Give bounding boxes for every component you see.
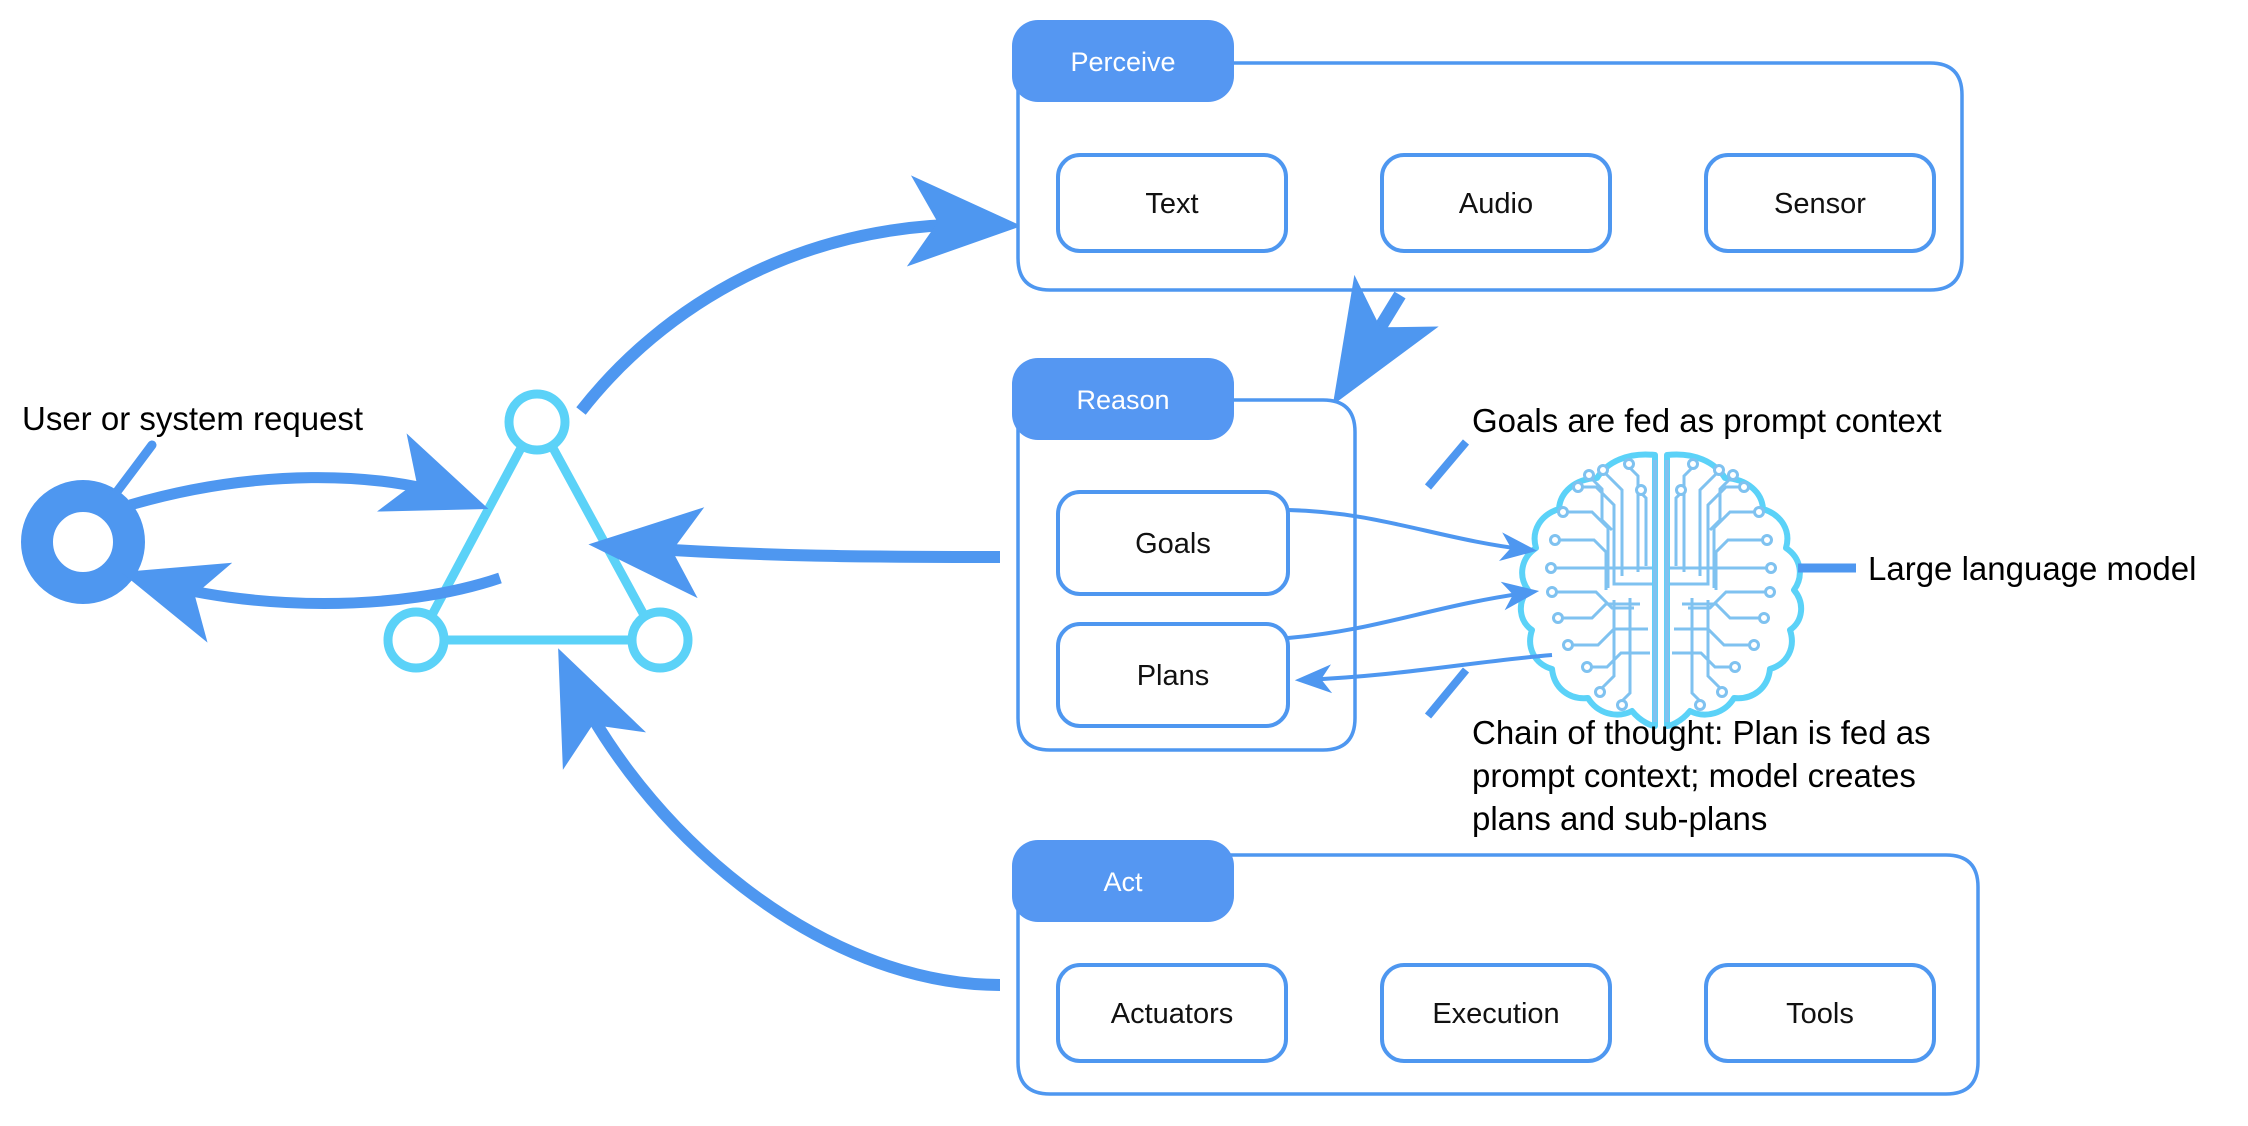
chain-of-thought-line-3: plans and sub-plans (1472, 800, 1767, 837)
act-to-agent-arrow (558, 648, 1001, 991)
perceive-chip-sensor[interactable] (1704, 153, 1936, 253)
perceive-chip-text[interactable] (1056, 153, 1288, 253)
goals-prompt-annotation: Goals are fed as prompt context (1472, 402, 1942, 439)
act-chip-actuators-label: Actuators (1111, 998, 1234, 1030)
act-chip-execution-label: Execution (1432, 998, 1559, 1030)
request-label: User or system request (22, 400, 363, 437)
llm-label: Large language model (1868, 550, 2196, 587)
brain-right-hemisphere (1664, 451, 1804, 729)
triangle-node-bottom-right (627, 607, 693, 673)
reason-header-label: Reason (1076, 385, 1169, 415)
plans-to-llm-arrow (1287, 581, 1540, 640)
act-chip-execution[interactable] (1380, 963, 1612, 1063)
triangle-node-top (504, 389, 570, 455)
reason-stage-group (1012, 358, 1357, 752)
agent-to-request-arrow (121, 562, 502, 643)
reason-chip-goals-label: Goals (1135, 528, 1211, 560)
perceive-header-label: Perceive (1070, 47, 1175, 77)
brain-nodes-right (1675, 458, 1777, 711)
chain-of-thought-line-2: prompt context; model creates (1472, 757, 1916, 794)
request-to-agent-arrow (128, 433, 489, 512)
brain-traces-right (1670, 464, 1769, 705)
act-header-tab[interactable] (1012, 840, 1234, 922)
llm-to-plans-arrow (1294, 653, 1553, 694)
goals-leader-line (1424, 439, 1470, 490)
triangle-node-bottom-left (383, 607, 449, 673)
reason-chip-plans[interactable] (1056, 622, 1290, 728)
agent-triangle-icon (383, 389, 693, 673)
act-chip-tools[interactable] (1704, 963, 1936, 1063)
perceive-header-tab[interactable] (1012, 20, 1234, 102)
act-chip-tools-label: Tools (1786, 998, 1854, 1030)
brain-nodes-left (1545, 458, 1647, 711)
reason-chip-goals[interactable] (1056, 490, 1290, 596)
chain-of-thought-leader-line (1424, 667, 1470, 719)
request-leader-line (108, 440, 157, 502)
perceive-chip-sensor-label: Sensor (1774, 188, 1866, 220)
perceive-stage-group (1012, 20, 1964, 292)
chain-of-thought-line-1: Chain of thought: Plan is fed as (1472, 714, 1931, 751)
act-chip-actuators[interactable] (1056, 963, 1288, 1063)
request-node-group (21, 440, 157, 604)
reason-to-agent-arrow (588, 507, 1001, 599)
brain-left-hemisphere (1518, 451, 1658, 729)
goals-to-llm-arrow (1287, 508, 1538, 562)
perceive-chip-audio-label: Audio (1459, 188, 1533, 220)
act-stage-group (1012, 840, 1980, 1096)
reason-header-tab[interactable] (1012, 358, 1234, 440)
triangle-right-edge (549, 445, 648, 618)
perceive-chip-audio[interactable] (1380, 153, 1612, 253)
donut-ring-icon (21, 480, 145, 604)
perceive-to-reason-arrow (1332, 274, 1439, 405)
perceive-chip-text-label: Text (1145, 188, 1198, 220)
reason-chip-plans-label: Plans (1137, 660, 1210, 692)
agent-to-perceive-arrow (576, 175, 1022, 415)
brain-circuit-icon (1518, 451, 1804, 729)
act-header-label: Act (1103, 867, 1143, 897)
